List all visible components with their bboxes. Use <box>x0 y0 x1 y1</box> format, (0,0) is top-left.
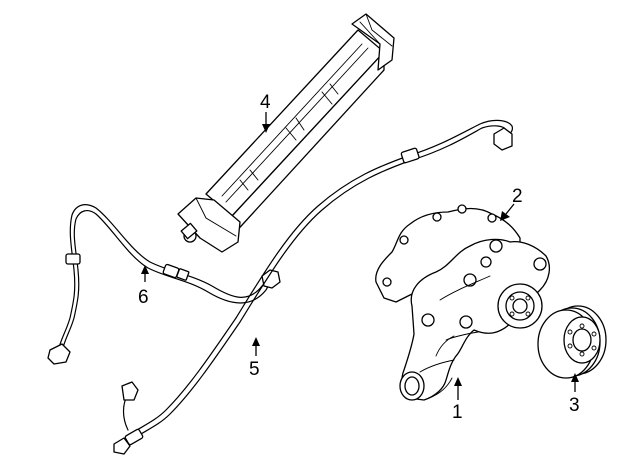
callout-1[interactable]: 1 <box>452 377 463 423</box>
pump-gasket-part-2[interactable] <box>375 207 521 303</box>
oil-cooler-part-4[interactable] <box>177 13 395 253</box>
callout-5[interactable]: 5 <box>249 337 260 380</box>
callout-6[interactable]: 6 <box>138 265 149 308</box>
callout-5-label: 5 <box>249 359 260 380</box>
callout-4-label: 4 <box>260 92 271 113</box>
callout-2-label: 2 <box>512 186 523 207</box>
water-pump-part-1[interactable] <box>375 204 551 401</box>
callout-1-label: 1 <box>452 402 463 423</box>
callout-4[interactable]: 4 <box>260 92 271 133</box>
callout-2[interactable]: 2 <box>500 186 523 221</box>
cooler-line-part-5[interactable] <box>113 119 513 455</box>
pulley-part-3[interactable] <box>537 305 607 379</box>
callout-3-label: 3 <box>569 395 580 416</box>
callout-3[interactable]: 3 <box>569 373 580 416</box>
cooler-line-part-6[interactable] <box>47 204 281 365</box>
callout-6-label: 6 <box>138 287 149 308</box>
